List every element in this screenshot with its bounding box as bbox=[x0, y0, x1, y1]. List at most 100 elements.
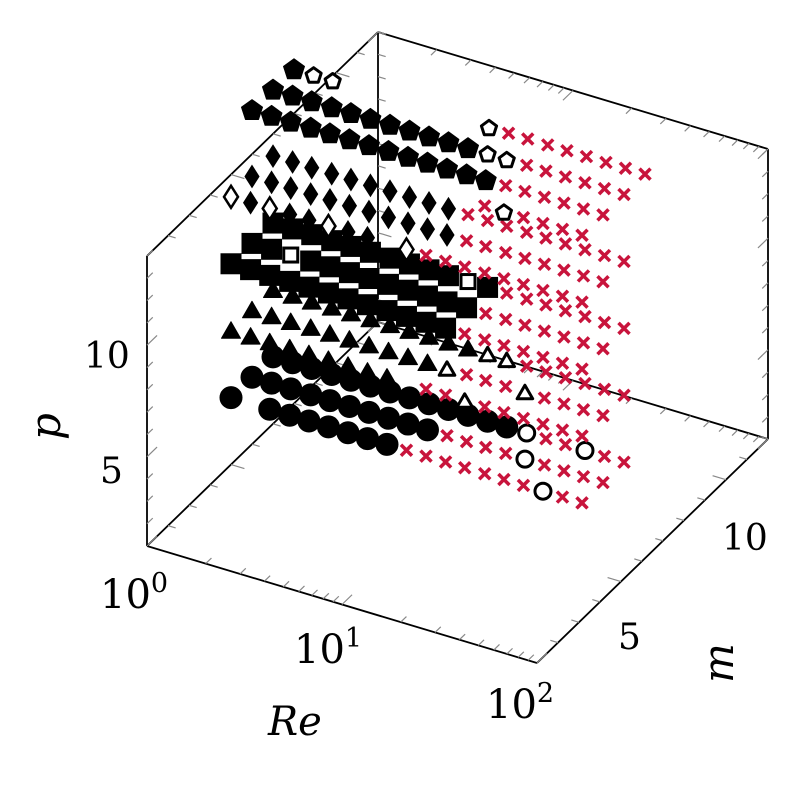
z-tick-right bbox=[757, 349, 769, 360]
x-tick-back-top bbox=[367, 31, 379, 43]
x-tick-front bbox=[493, 644, 500, 651]
y-tick-left bbox=[230, 463, 245, 470]
cross-marker bbox=[477, 466, 492, 481]
triangle-marker bbox=[458, 339, 478, 357]
square-marker bbox=[240, 259, 262, 281]
cross-marker bbox=[578, 309, 592, 324]
x-tick-front bbox=[239, 567, 247, 575]
x-tick-front bbox=[400, 616, 407, 623]
cross-marker bbox=[537, 458, 552, 472]
cross-marker bbox=[516, 277, 531, 292]
y-tick-right bbox=[655, 537, 664, 542]
square-marker bbox=[377, 273, 399, 295]
x-tick-back bbox=[684, 415, 691, 422]
z-tick-label-10: 10 bbox=[84, 336, 130, 377]
cross-marker bbox=[537, 324, 552, 338]
pentagon-marker bbox=[474, 169, 497, 191]
triangle-marker bbox=[282, 286, 303, 304]
square-marker bbox=[418, 259, 440, 281]
cross-marker bbox=[497, 271, 511, 286]
cross-marker bbox=[596, 275, 610, 289]
cross-marker bbox=[458, 461, 472, 475]
cross-marker bbox=[555, 289, 570, 304]
cross-marker bbox=[458, 327, 472, 341]
x-tick-front bbox=[517, 651, 525, 658]
pentagon-marker bbox=[358, 134, 380, 156]
x-tick-front bbox=[263, 575, 271, 582]
z-tick-back bbox=[377, 76, 386, 80]
cross-marker bbox=[557, 330, 571, 344]
y-tick-right bbox=[697, 497, 706, 501]
circle-marker bbox=[375, 432, 399, 456]
pentagon-marker bbox=[279, 110, 302, 132]
circle-marker bbox=[515, 449, 535, 469]
square-marker bbox=[300, 250, 322, 272]
pentagon-marker bbox=[436, 157, 458, 179]
cross-marker bbox=[477, 266, 492, 280]
cross-marker bbox=[498, 379, 513, 394]
cross-marker bbox=[617, 321, 631, 336]
square-marker bbox=[459, 273, 477, 291]
x-tick-back bbox=[718, 425, 726, 433]
cross-marker bbox=[458, 260, 472, 274]
z-tick-front bbox=[146, 272, 154, 279]
data-markers bbox=[219, 58, 652, 510]
triangle-marker bbox=[339, 330, 360, 348]
square-marker bbox=[340, 235, 362, 257]
cross-marker bbox=[579, 149, 594, 164]
cross-marker bbox=[537, 190, 552, 205]
cross-marker bbox=[498, 178, 513, 193]
square-marker bbox=[279, 270, 301, 292]
cross-marker bbox=[479, 373, 493, 388]
y-tick-left bbox=[167, 525, 176, 529]
x-tick-front bbox=[146, 535, 158, 547]
pentagon-marker bbox=[457, 137, 479, 159]
cross-marker bbox=[576, 269, 591, 283]
square-marker bbox=[282, 246, 300, 264]
circle-marker bbox=[336, 421, 360, 445]
x-tick-front bbox=[332, 595, 340, 603]
z-tick-front bbox=[146, 495, 154, 502]
cross-marker bbox=[518, 318, 532, 333]
triangle-marker bbox=[318, 350, 339, 368]
z-tick-right bbox=[761, 327, 769, 334]
triangle-marker bbox=[319, 324, 340, 342]
cross-marker bbox=[440, 429, 454, 443]
diamond-marker bbox=[380, 205, 397, 230]
x-tick-back bbox=[547, 374, 555, 381]
square-marker bbox=[241, 232, 263, 254]
edge-right-bottom bbox=[536, 438, 769, 664]
triangle-marker bbox=[242, 300, 262, 319]
z-tick-front bbox=[146, 446, 158, 458]
z-tick-label-5: 5 bbox=[100, 451, 123, 492]
edge-left-bottom bbox=[146, 321, 379, 547]
x-tick-label-1: 100 bbox=[100, 568, 168, 618]
cross-marker bbox=[519, 225, 534, 239]
cross-marker bbox=[599, 155, 613, 170]
triangle-marker bbox=[378, 341, 399, 360]
cross-marker bbox=[596, 341, 610, 356]
z-tick-back bbox=[377, 98, 386, 102]
pentagon-marker bbox=[494, 203, 513, 221]
x-tick-front bbox=[536, 652, 548, 664]
cross-marker bbox=[617, 455, 631, 469]
square-marker bbox=[259, 264, 281, 286]
z-tick-right bbox=[761, 170, 769, 178]
y-tick-left-top bbox=[335, 72, 350, 78]
z-tick-front bbox=[146, 316, 154, 324]
pentagon-marker bbox=[281, 84, 304, 106]
square-marker bbox=[397, 279, 419, 301]
cross-marker bbox=[558, 170, 573, 184]
x-tick-exp-2: 1 bbox=[345, 623, 362, 654]
x-tick-back-top bbox=[752, 145, 760, 153]
x-tick-back bbox=[757, 438, 769, 450]
cross-marker bbox=[477, 400, 492, 414]
cross-marker bbox=[575, 429, 589, 443]
cross-marker bbox=[539, 164, 553, 178]
cross-marker bbox=[617, 254, 631, 269]
cross-marker bbox=[516, 210, 531, 225]
circle-marker bbox=[258, 397, 282, 421]
circle-marker bbox=[299, 383, 323, 407]
cross-marker bbox=[555, 222, 570, 237]
